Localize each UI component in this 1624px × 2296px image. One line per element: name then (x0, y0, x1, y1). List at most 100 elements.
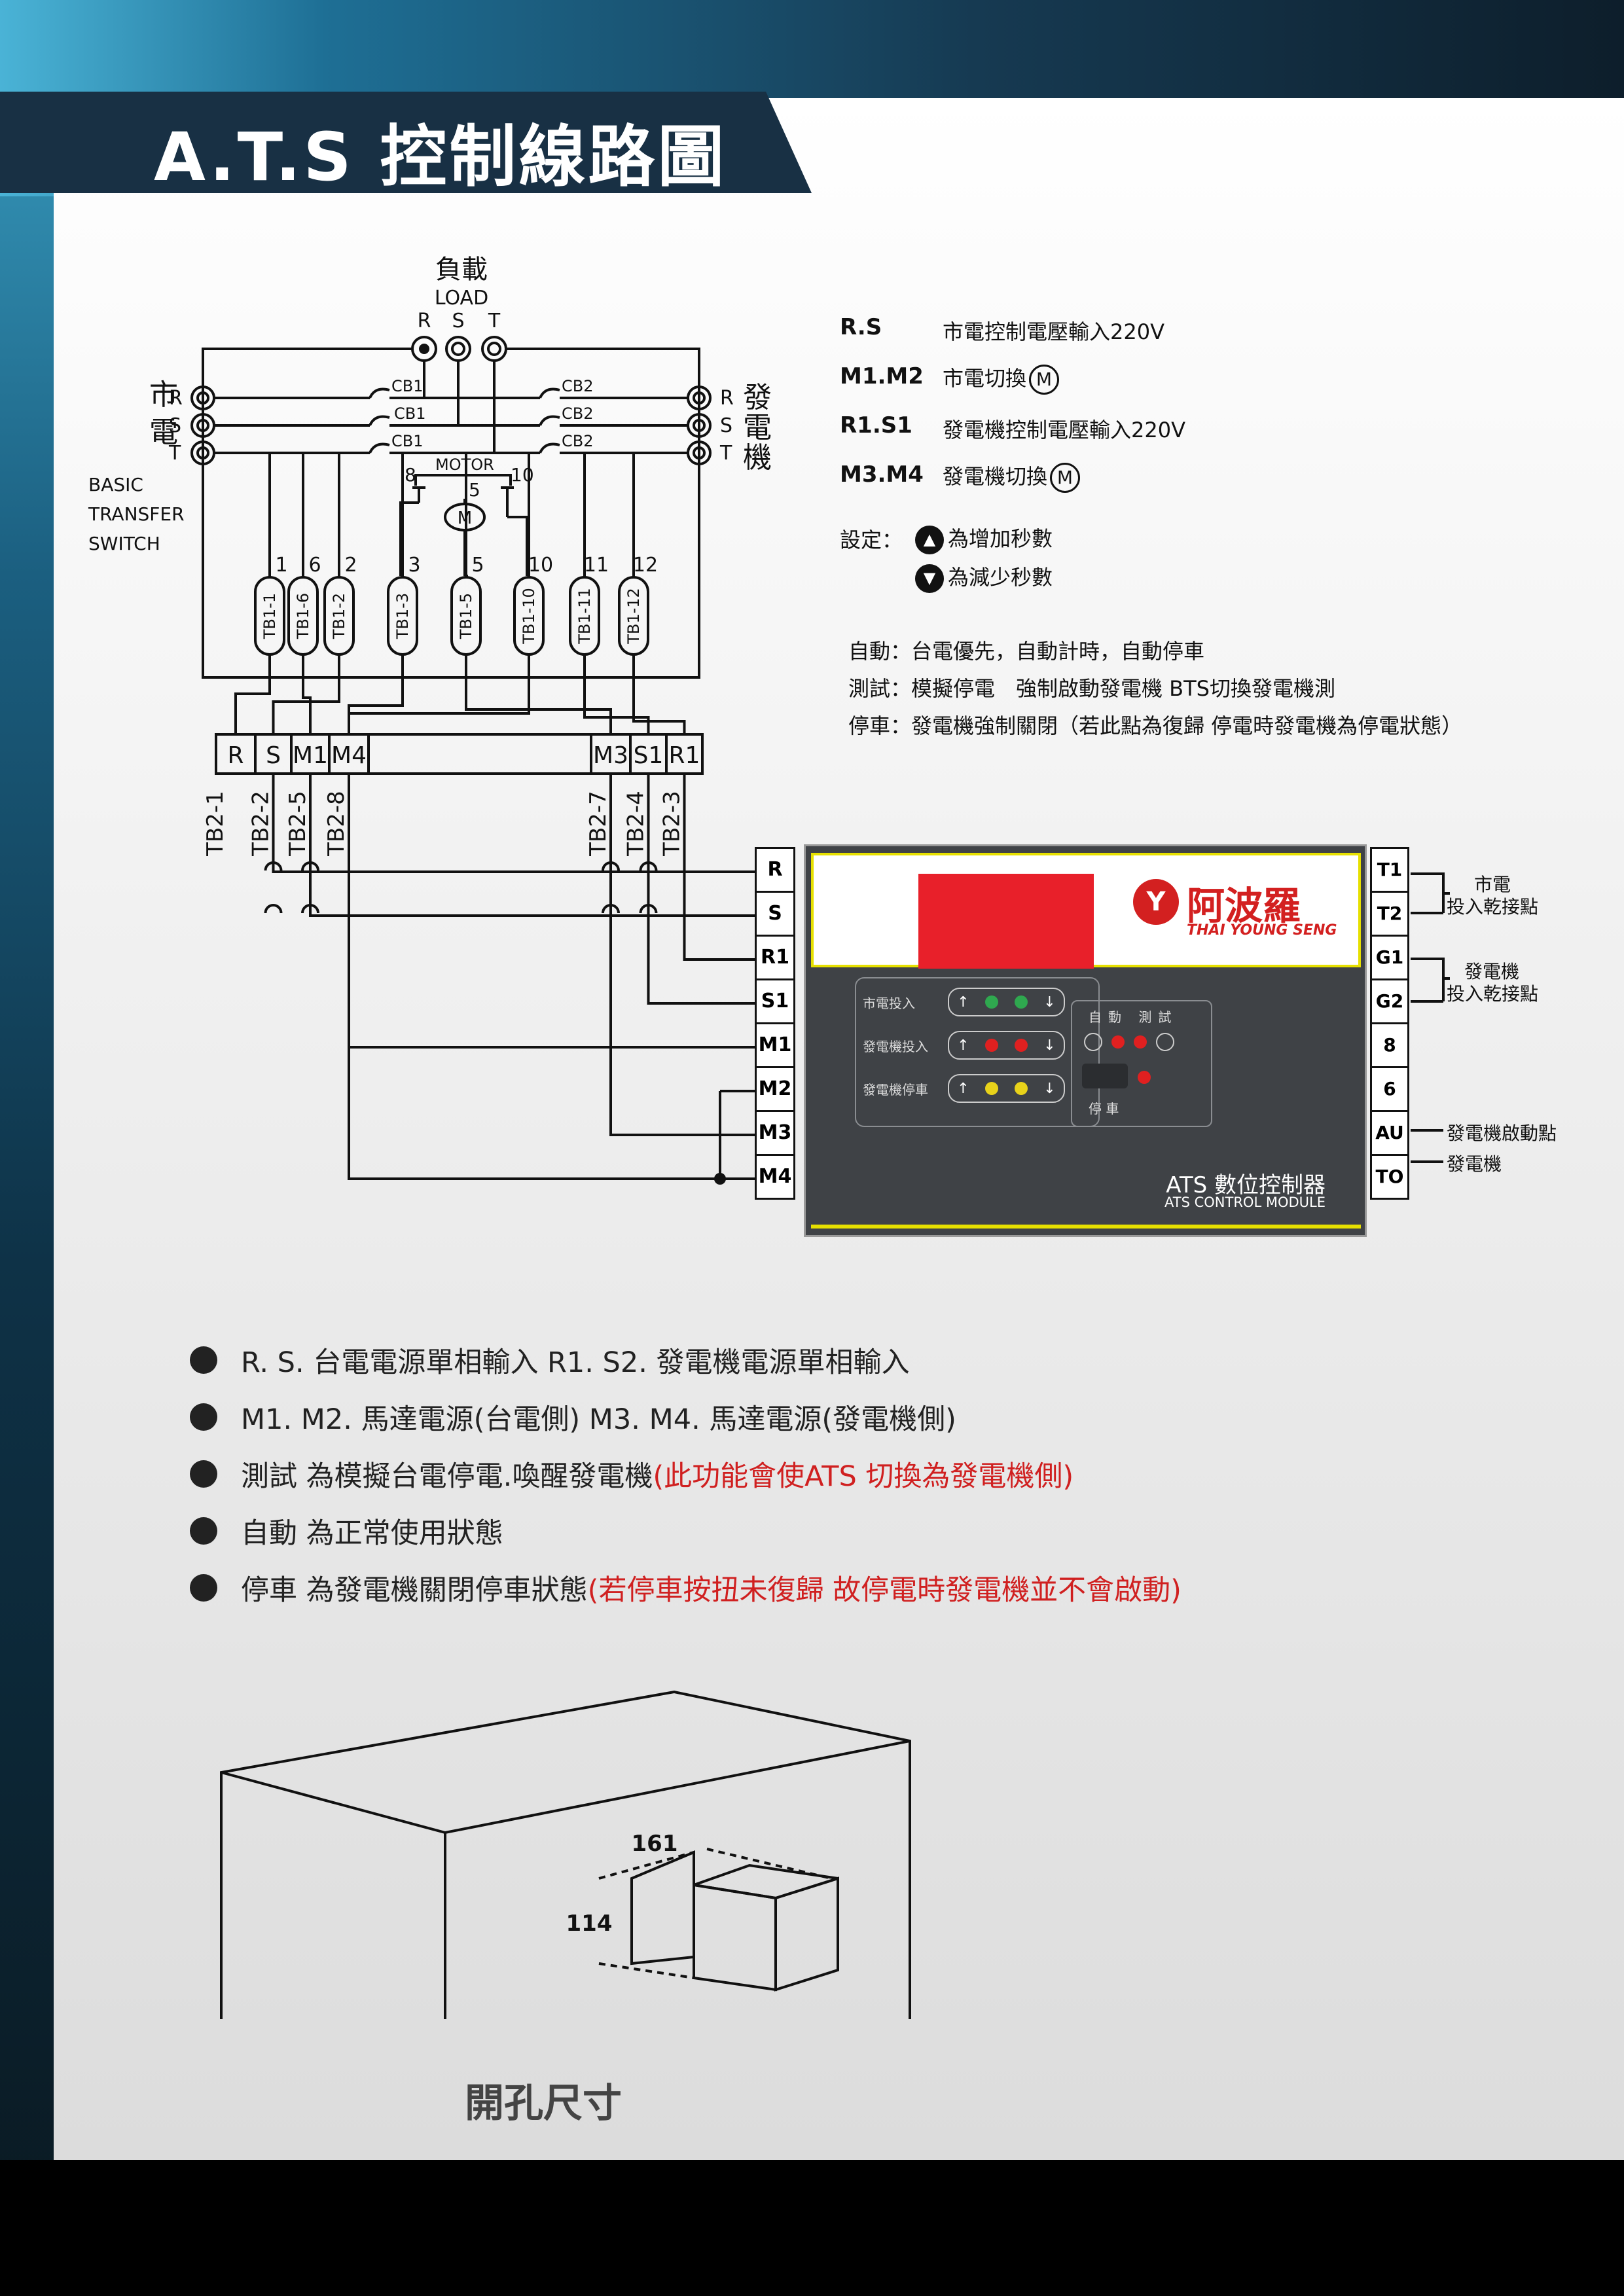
settings-down: ▼為減少秒數 (915, 561, 1053, 593)
wire-hop (639, 904, 658, 914)
terminal-label: S (266, 742, 281, 769)
tb1-number: 3 (408, 554, 420, 577)
auto-button[interactable] (1084, 1033, 1102, 1051)
controller-terminal: M3 (755, 1110, 795, 1156)
legend-desc-r1s1: 發電機控制電壓輸入220V (943, 418, 1185, 442)
bullet-dot-icon (190, 1517, 217, 1545)
down-arrow-button[interactable]: ↓ (1043, 994, 1056, 1011)
led-display (918, 874, 1094, 969)
motor-badge-icon: M (1029, 365, 1060, 395)
strip-wire (302, 677, 312, 734)
load-phase-r: R (418, 310, 431, 332)
tb1-label: TB1-11 (575, 588, 594, 645)
tb2-label: TB2-5 (285, 791, 311, 857)
gen-label-1: 發 (743, 381, 772, 414)
controller-terminal: R1 (755, 935, 795, 980)
bullet-item: 停車 為發電機關閉停車狀態(若停車按扭未復歸 故停電時發電機並不會啟動) (190, 1565, 1182, 1611)
control-wire (683, 774, 755, 961)
background-left-strip (0, 0, 54, 2296)
controller-terminal: G2 (1370, 978, 1409, 1024)
settings-label: 設定： (840, 528, 903, 552)
strip-wire (234, 677, 271, 734)
down-arrow-button[interactable]: ↓ (1043, 1037, 1056, 1054)
controller-terminal: 8 (1370, 1022, 1409, 1068)
led-yellow (1014, 1082, 1028, 1095)
mode-stop: 停車：發電機強制關閉（若此點為復歸 停電時發電機為停電狀態） (848, 713, 1463, 738)
tb1-number: 1 (275, 554, 287, 577)
gen-phase-s: S (720, 414, 732, 437)
strip-wire (583, 677, 650, 734)
up-arrow-button[interactable]: ↑ (957, 994, 969, 1011)
cutout-caption: 開孔尺寸 (465, 2081, 622, 2126)
controller-terminal: TO (1370, 1154, 1409, 1200)
controller-display-panel: Y 阿波羅 THAI YOUNG SENG (811, 853, 1361, 969)
led-red (1134, 1035, 1147, 1049)
bus-lines (214, 361, 688, 454)
tb2-label: TB2-8 (323, 791, 350, 857)
down-arrow-button[interactable]: ↓ (1043, 1080, 1056, 1097)
control-wire (309, 774, 755, 917)
cb1-label-t: CB1 (391, 432, 424, 450)
page-title: A.T.S 控制線路圖 (154, 118, 727, 196)
legend-key-r1s1: R1.S1 (840, 412, 912, 439)
control-wire (348, 774, 755, 1180)
bullet-dot-icon (190, 1574, 217, 1602)
brand-name-zh: 阿波羅 (1187, 884, 1301, 928)
tb1-label: TB1-5 (457, 593, 475, 639)
bts-label-3: SWITCH (88, 533, 160, 554)
tb1-number: 10 (528, 554, 553, 577)
row-gen-stop: 發電機停車 ↑ ↓ (863, 1074, 1098, 1103)
tb1-number: 6 (308, 554, 321, 577)
up-arrow-button[interactable]: ↑ (957, 1080, 969, 1097)
led-green (1014, 996, 1028, 1009)
tb1-label: TB1-3 (393, 593, 412, 639)
up-triangle-icon: ▲ (915, 526, 944, 554)
tb1-number: 2 (344, 554, 357, 577)
row-mains-in: 市電投入 ↑ ↓ (863, 988, 1098, 1016)
led-red (1111, 1035, 1125, 1049)
row-gen-in: 發電機投入 ↑ ↓ (863, 1031, 1098, 1060)
tb2-label: TB2-2 (248, 791, 274, 857)
yellow-trim (811, 1225, 1361, 1229)
stop-button[interactable] (1082, 1064, 1128, 1088)
ann-gen-2: 投入乾接點 (1447, 983, 1539, 1005)
controller-terminal: AU (1370, 1110, 1409, 1156)
mains-terminals (190, 386, 215, 465)
up-arrow-button[interactable]: ↑ (957, 1037, 969, 1054)
mode-auto: 自動：台電優先，自動計時，自動停車 (848, 639, 1205, 664)
led-red (1138, 1071, 1151, 1084)
cutout-hole (598, 1848, 839, 1992)
bullet-dot-icon (190, 1346, 217, 1374)
test-button[interactable] (1156, 1033, 1174, 1051)
tb1-number: 12 (633, 554, 658, 577)
wire-hop (264, 904, 283, 914)
terminal-label: M4 (331, 742, 367, 769)
junction-dot (714, 1173, 726, 1185)
bottom-band (0, 2160, 1624, 2296)
led-red (1014, 1039, 1028, 1052)
tb2-label: TB2-4 (623, 791, 649, 857)
gen-phase-t: T (719, 442, 732, 465)
tb1-label: TB1-10 (520, 588, 538, 645)
outer-loop (202, 348, 700, 679)
legend-key-m3m4: M3.M4 (840, 461, 924, 488)
bullet-item: M1. M2. 馬達電源(台電側) M3. M4. 馬達電源(發電機側) (190, 1394, 956, 1440)
cb1-label-r: CB1 (391, 377, 424, 395)
load-label-zh: 負載 (435, 255, 488, 285)
ann-mains-2: 投入乾接點 (1447, 896, 1539, 918)
controller-terminal: S (755, 891, 795, 937)
wire-hop (264, 861, 283, 871)
mode-panel-label: 自動 測試 (1089, 1009, 1178, 1025)
bullet-item: R. S. 台電電源單相輸入 R1. S2. 發電機電源單相輸入 (190, 1337, 910, 1383)
tb1-label: TB1-6 (294, 593, 312, 639)
ats-controller: Y 阿波羅 THAI YOUNG SENG 市電投入 ↑ ↓ 發電機投入 ↑ ↓… (804, 844, 1367, 1237)
control-wire (647, 774, 755, 1005)
legend-key-rs: R.S (840, 314, 882, 340)
terminal-label: M3 (593, 742, 628, 769)
gen-label-2: 電 (743, 411, 772, 444)
tb1-number: 5 (471, 554, 484, 577)
controller-terminal: M1 (755, 1022, 795, 1068)
